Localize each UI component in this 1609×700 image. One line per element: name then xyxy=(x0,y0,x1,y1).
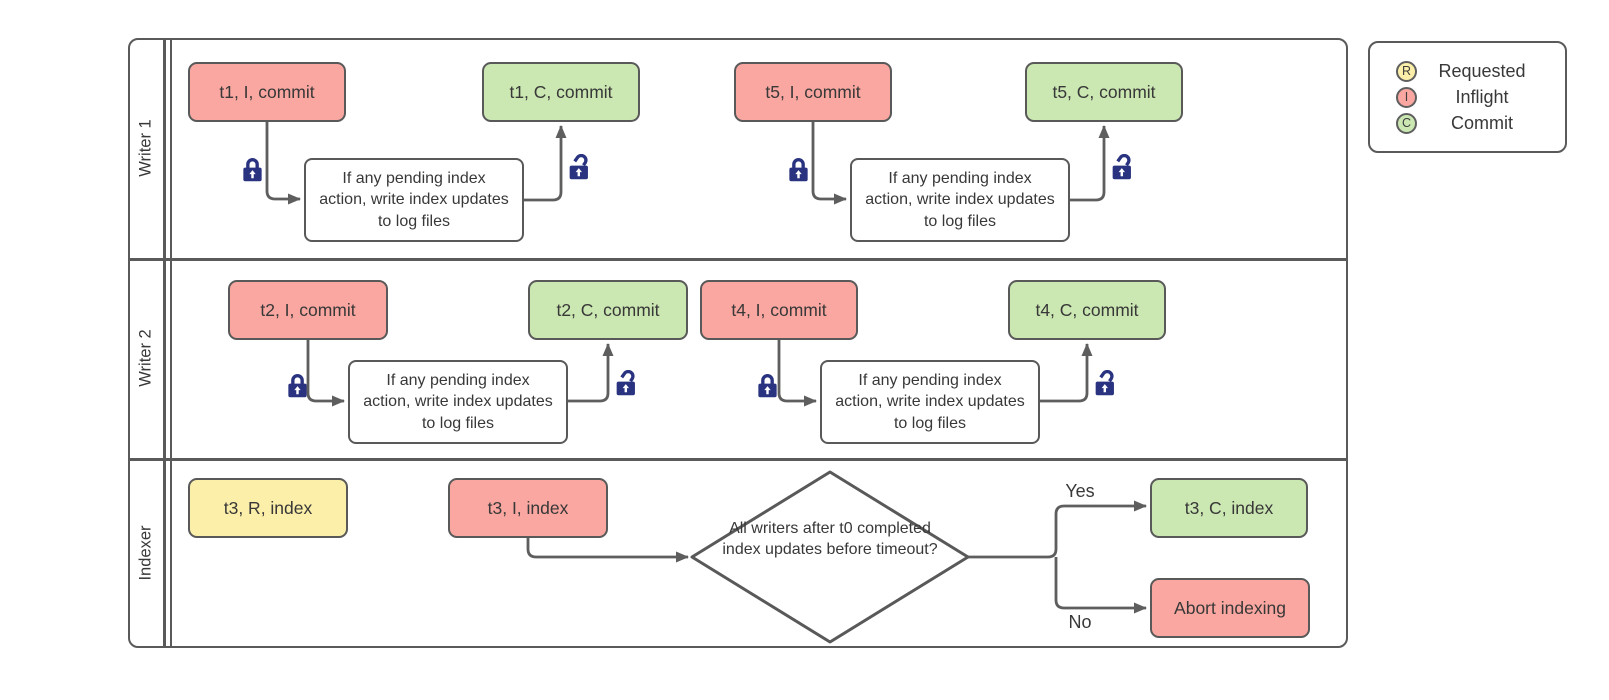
closed-lock-icon xyxy=(789,158,808,182)
node-writer1-process-1: If any pending index action, write index… xyxy=(304,158,524,242)
lane-label-writer-1: Writer 1 xyxy=(136,119,155,177)
closed-lock-icon xyxy=(288,374,307,398)
decision-question: All writers after t0 completed index upd… xyxy=(722,520,938,559)
lane-label-indexer: Indexer xyxy=(136,525,155,581)
node-abort-indexing: Abort indexing xyxy=(1150,578,1310,638)
requested-badge-icon: R xyxy=(1396,60,1417,82)
swimlane-frame xyxy=(128,38,1348,648)
legend-label: Requested xyxy=(1438,60,1526,81)
lane-separator xyxy=(128,258,1348,261)
node-writer2-process-2: If any pending index action, write index… xyxy=(820,360,1040,444)
node-t3-commit-index: t3, C, index xyxy=(1150,478,1308,538)
node-t3-requested-index: t3, R, index xyxy=(188,478,348,538)
legend-label: Commit xyxy=(1451,112,1513,133)
open-lock-icon xyxy=(569,154,588,180)
node-t4-commit-commit: t4, C, commit xyxy=(1008,280,1166,340)
closed-lock-icon xyxy=(758,374,777,398)
node-t1-commit-commit: t1, C, commit xyxy=(482,62,640,122)
node-t3-inflight-index: t3, I, index xyxy=(448,478,608,538)
commit-badge-icon: C xyxy=(1396,112,1417,134)
inflight-badge-icon: I xyxy=(1396,86,1417,108)
closed-lock-icon xyxy=(243,158,262,182)
node-t2-commit-commit: t2, C, commit xyxy=(528,280,688,340)
no-branch-label: No xyxy=(1068,612,1092,632)
open-lock-icon xyxy=(616,370,635,396)
lane-label-writer-2: Writer 2 xyxy=(136,329,155,387)
lane-separator xyxy=(128,458,1348,461)
lane-title-separator xyxy=(169,38,172,648)
node-t2-inflight-commit: t2, I, commit xyxy=(228,280,388,340)
yes-branch-label: Yes xyxy=(1065,481,1095,501)
open-lock-icon xyxy=(1112,154,1131,180)
node-writer1-process-2: If any pending index action, write index… xyxy=(850,158,1070,242)
node-writer2-process-1: If any pending index action, write index… xyxy=(348,360,568,444)
node-t5-commit-commit: t5, C, commit xyxy=(1025,62,1183,122)
legend: R Requested I Inflight C Commit xyxy=(1368,41,1567,153)
node-t5-inflight-commit: t5, I, commit xyxy=(734,62,892,122)
legend-item-inflight: I Inflight xyxy=(1396,86,1547,108)
legend-item-requested: R Requested xyxy=(1396,60,1547,82)
legend-item-commit: C Commit xyxy=(1396,112,1547,134)
legend-label: Inflight xyxy=(1455,86,1509,107)
lane-title-separator xyxy=(163,38,166,648)
node-t4-inflight-commit: t4, I, commit xyxy=(700,280,858,340)
open-lock-icon xyxy=(1095,370,1114,396)
node-t1-inflight-commit: t1, I, commit xyxy=(188,62,346,122)
